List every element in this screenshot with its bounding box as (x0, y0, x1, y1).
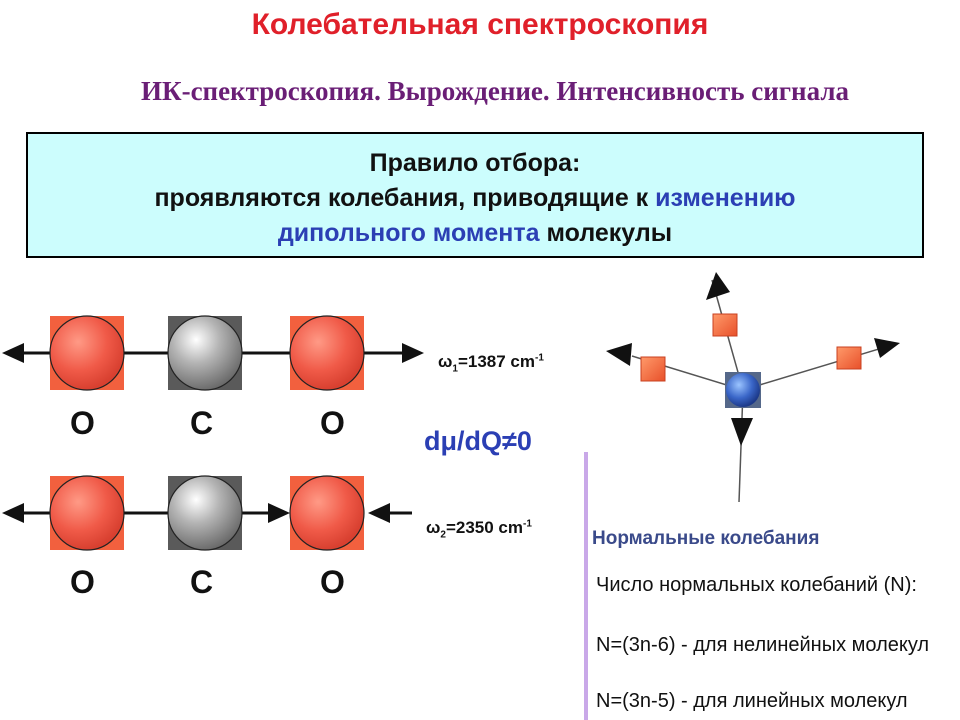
carbon-atom (167, 315, 243, 391)
arrow-right-icon (874, 338, 900, 358)
arrow-left-icon (2, 503, 24, 523)
oxygen-atom-right (289, 315, 365, 391)
center-atom (725, 372, 761, 408)
arrow-left-icon (368, 503, 390, 523)
co2-molecule-2 (2, 475, 412, 551)
arrow-up-icon (706, 272, 730, 300)
arrow-right-icon (402, 343, 424, 363)
atom-label-o-left: O (70, 405, 95, 441)
frequency-1: ω1=1387 cm-1 (438, 352, 544, 375)
atom-label-o-left: O (70, 564, 95, 600)
oxygen-atom-left (49, 475, 125, 551)
atom-label-o-right: O (320, 405, 345, 441)
atom-label-o-right: O (320, 564, 345, 600)
normal-modes-count-label: Число нормальных колебаний (N): (596, 574, 917, 596)
arrow-left-icon (2, 343, 24, 363)
rule-heading: Правило отбора: (369, 149, 581, 177)
carbon-atom (167, 475, 243, 551)
arrow-down-icon (731, 418, 753, 446)
atom-label-c: C (190, 564, 214, 600)
hydrogen-atom-top (712, 313, 738, 337)
rule-line-3: дипольного момента молекулы (28, 216, 922, 251)
rule-line-2: проявляются колебания, приводящие к изме… (28, 181, 922, 216)
oxygen-atom-right (289, 475, 365, 551)
vertical-divider (584, 452, 588, 720)
formula-linear: N=(3n-5) - для линейных молекул (596, 690, 908, 712)
rule-text-end: молекулы (539, 219, 673, 247)
hydrogen-atom-left (640, 356, 666, 382)
atom-label-c: C (190, 405, 214, 441)
rule-highlight-dipole: дипольного момента (277, 219, 540, 247)
rule-text: проявляются колебания, приводящие к (154, 184, 656, 212)
arrow-left-icon (606, 343, 632, 366)
bond-line (742, 344, 893, 391)
tetrahedral-molecule (606, 272, 900, 503)
formula-nonlinear: N=(3n-6) - для нелинейных молекул (596, 634, 930, 656)
hydrogen-atom-right (836, 346, 862, 370)
rule-highlight-change: изменению (655, 184, 796, 212)
normal-modes-title: Нормальные колебания (592, 528, 820, 549)
dipole-derivative-condition: dμ/dQ≠0 (424, 426, 532, 456)
page-subtitle: ИК-спектроскопия. Вырождение. Интенсивно… (141, 76, 849, 106)
page-title: Колебательная спектроскопия (251, 8, 709, 41)
frequency-2: ω2=2350 cm-1 (426, 518, 532, 541)
co2-molecule-1 (2, 315, 424, 391)
oxygen-atom-left (49, 315, 125, 391)
selection-rule-box: Правило отбора: проявляются колебания, п… (26, 132, 924, 258)
arrow-right-icon (268, 503, 290, 523)
